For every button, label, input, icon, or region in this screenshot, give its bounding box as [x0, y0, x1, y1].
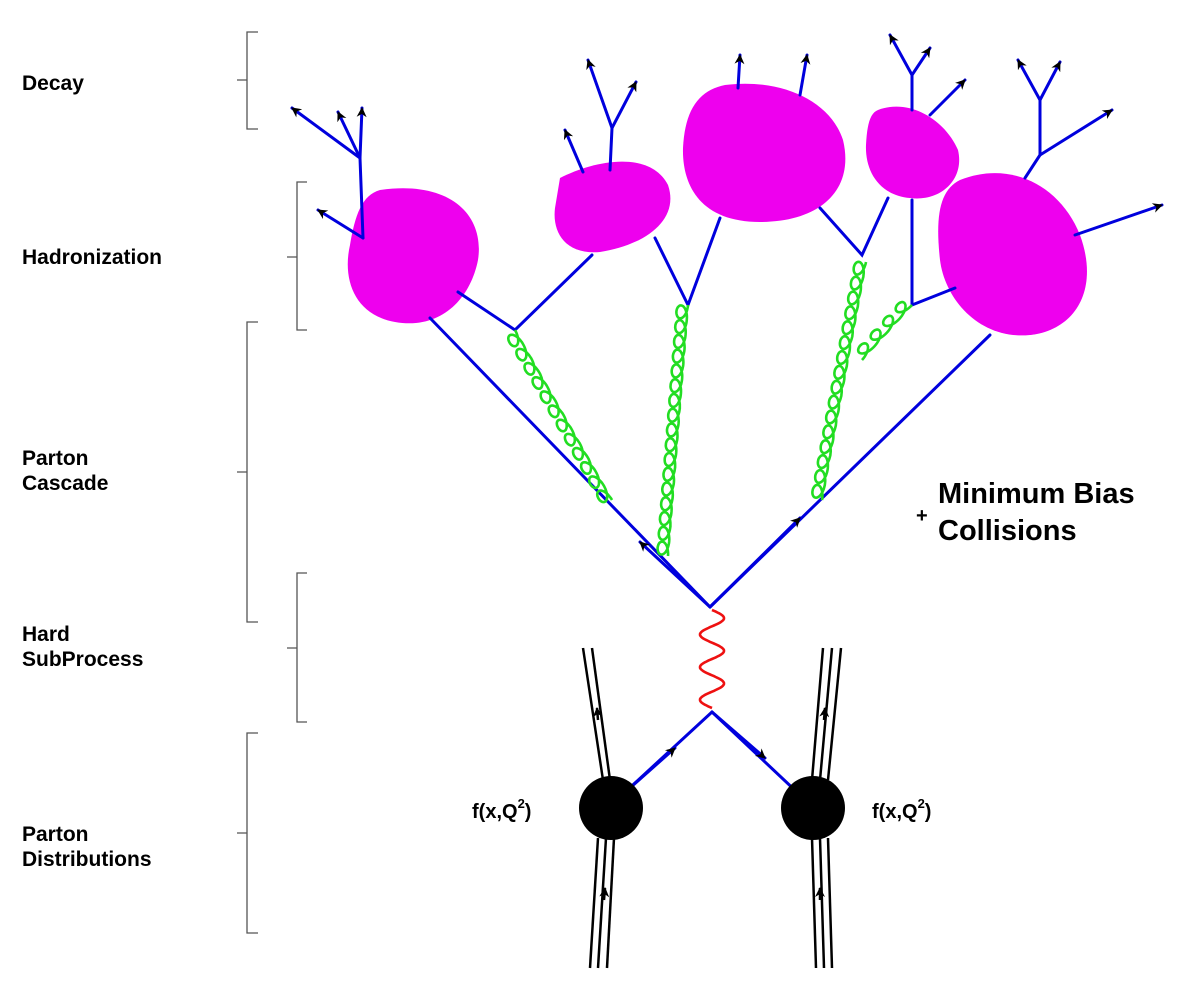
- stage-label-hard: Hard: [22, 623, 70, 646]
- bracket-parton-cascade: [237, 321, 258, 623]
- gluon-line-4: [856, 300, 913, 361]
- hadron-blob-5: [938, 173, 1087, 336]
- pdf-label-left-close: ): [525, 801, 532, 823]
- decay-line-11: [798, 53, 811, 97]
- pdf-label-right-close: ): [925, 801, 932, 823]
- quark-line-branch-b: [653, 216, 722, 309]
- proton-beam-right-bottom-2: [818, 837, 826, 969]
- pdf-label-right-main: f(x,Q: [872, 801, 918, 823]
- annotation-line1: Minimum Bias: [938, 478, 1135, 510]
- decay-line-14: [910, 46, 932, 77]
- proton-beams: [581, 647, 843, 969]
- decay-line-1: [316, 208, 365, 240]
- decay-line-8: [586, 58, 614, 130]
- proton-beam-left-bottom-1: [588, 837, 600, 969]
- stage-label-cascade: Cascade: [22, 472, 108, 495]
- pdf-label-left-sup: 2: [518, 796, 525, 811]
- decay-line-4: [336, 110, 362, 160]
- hadron-blob-1: [347, 188, 479, 324]
- beam-arrow-3: [819, 707, 830, 721]
- beam-arrow-1: [592, 707, 603, 721]
- proton-beam-left-bottom-2: [596, 837, 608, 969]
- decay-line-15: [928, 78, 967, 117]
- stage-label-decay: Decay: [22, 72, 84, 95]
- gluon-line-2: [656, 304, 690, 557]
- quark-line-branch-c: [818, 196, 890, 258]
- decay-line-5: [356, 106, 367, 160]
- quark-lines: [290, 33, 1164, 797]
- gluon-line-1: [506, 329, 614, 504]
- quark-line-branch-d: [910, 198, 957, 307]
- bracket-decay: [237, 31, 258, 130]
- decay-line-16: [1023, 98, 1042, 180]
- beam-arrow-2: [599, 887, 610, 901]
- stage-label-hadronization: Hadronization: [22, 246, 162, 269]
- decay-line-9: [610, 80, 638, 130]
- stage-label-distributions: Distributions: [22, 848, 152, 871]
- quark-line-main-left: [428, 316, 712, 609]
- gluon-lines: [506, 260, 913, 557]
- pdf-label-left-main: f(x,Q: [472, 801, 518, 823]
- bracket-hadronization: [287, 181, 307, 331]
- incoming-parton-right-arrowseg: [710, 710, 767, 760]
- proton-blob-right: [781, 776, 845, 840]
- annotation-plus: +: [916, 505, 928, 527]
- gluon-line-3: [811, 260, 868, 501]
- decay-line-20: [1073, 203, 1164, 237]
- proton-beam-right-bottom-3: [826, 837, 834, 969]
- annotation-line2: Collisions: [938, 515, 1077, 547]
- hadron-blob-4: [865, 106, 960, 199]
- decay-line-2: [358, 156, 365, 240]
- hadron-blob-3: [682, 83, 846, 222]
- stage-label-subprocess: SubProcess: [22, 648, 143, 671]
- pdf-label-right: f(x,Q2): [872, 796, 931, 823]
- bracket-hard-subprocess: [287, 572, 307, 723]
- decay-line-17: [1016, 58, 1042, 102]
- pdf-label-left: f(x,Q2): [472, 796, 531, 823]
- proton-beam-left-bottom-3: [605, 837, 616, 969]
- stage-label-parton: Parton: [22, 447, 89, 470]
- decay-line-18: [1038, 60, 1062, 102]
- decay-line-13: [888, 33, 914, 77]
- proton-blob-left: [579, 776, 643, 840]
- stage-label-parton-2: Parton: [22, 823, 89, 846]
- proton-beam-right-top-1: [810, 647, 825, 781]
- pdf-label-right-sup: 2: [918, 796, 925, 811]
- decay-line-7: [608, 126, 614, 172]
- quark-line-main-left-arrowseg: [638, 540, 712, 609]
- decay-line-3: [290, 106, 362, 160]
- hadron-blobs: [347, 83, 1087, 336]
- exchanged-boson: [698, 608, 726, 710]
- decay-line-19: [1038, 108, 1114, 157]
- quark-line-main-right-arrowseg: [708, 516, 802, 609]
- decay-line-10: [734, 53, 745, 90]
- stage-brackets: [237, 31, 307, 934]
- bracket-parton-distributions: [237, 732, 258, 934]
- decay-line-6: [563, 128, 585, 174]
- hadron-blob-2: [554, 161, 671, 253]
- quark-line-branch-a: [456, 253, 594, 332]
- proton-beam-right-bottom-1: [810, 837, 818, 969]
- proton-beam-right-top-3: [826, 647, 843, 781]
